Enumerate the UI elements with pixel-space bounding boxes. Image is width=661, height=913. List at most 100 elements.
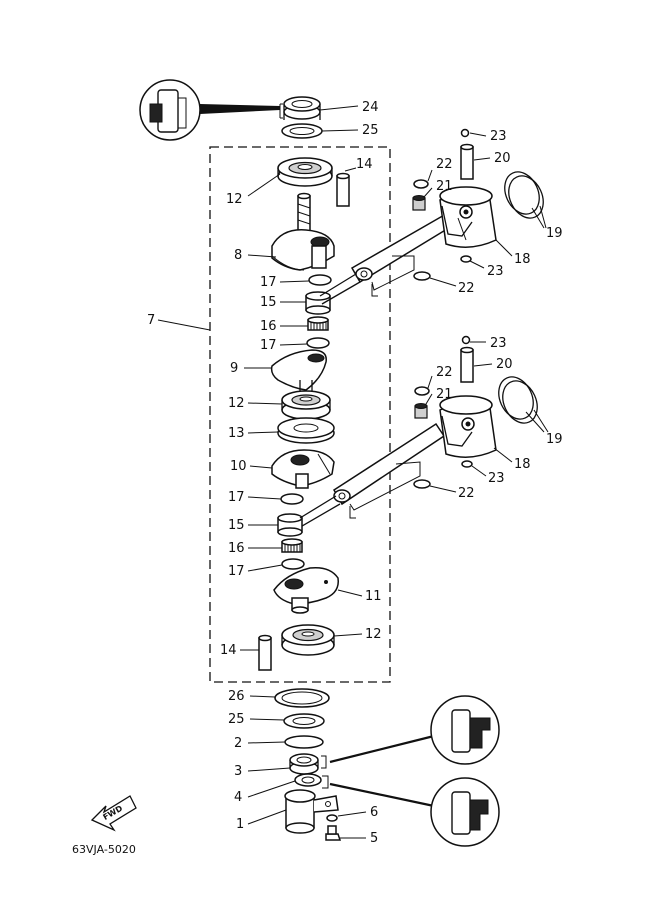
part-22-washer-c (414, 386, 430, 396)
label-22-d: 22 (458, 486, 475, 501)
part-16-needle-bearing-bottom (281, 538, 303, 553)
label-9: 9 (230, 361, 238, 376)
part-6-washer (326, 814, 338, 822)
label-14-top: 14 (356, 157, 373, 172)
label-10: 10 (230, 459, 247, 474)
label-18-top: 18 (514, 252, 531, 267)
label-13: 13 (228, 426, 245, 441)
label-2: 2 (234, 736, 242, 751)
label-26: 26 (228, 689, 245, 704)
part-25-o-ring-top (281, 123, 323, 139)
label-23-a: 23 (490, 129, 507, 144)
upper-piston (439, 186, 497, 248)
part-23-clip-b (460, 255, 472, 263)
diagram-code: 63VJA-5020 (72, 843, 136, 856)
label-22-b: 22 (458, 281, 475, 296)
part-15-crank-pin-bottom (277, 513, 303, 537)
label-17-b: 17 (260, 338, 277, 353)
part-19-piston-rings-bottom (498, 376, 538, 424)
part-13-seal-ring (277, 417, 335, 444)
part-23-clip-c (461, 335, 471, 345)
part-2-washer (284, 735, 324, 749)
label-25-bot: 25 (228, 712, 245, 727)
upper-connecting-rod (319, 212, 453, 305)
part-17-washer-b (306, 337, 330, 349)
seal-4-detail-callout (329, 777, 500, 847)
part-4-oil-seal (294, 773, 329, 789)
part-12-bearing-bottom (281, 624, 335, 656)
top-seal-detail-callout (139, 79, 280, 141)
label-21-top: 21 (436, 179, 453, 194)
part-8-upper-crank (271, 192, 335, 271)
part-3-oil-seal (289, 753, 327, 775)
label-14-bot: 14 (220, 643, 237, 658)
part-23-clip-d (461, 460, 473, 468)
part-17-washer-c (280, 493, 304, 505)
label-11: 11 (365, 589, 382, 604)
label-12-top: 12 (226, 192, 243, 207)
label-25-top: 25 (362, 123, 379, 138)
label-17-d: 17 (228, 564, 245, 579)
label-17-a: 17 (260, 275, 277, 290)
part-21-small-end-bearing-bottom (414, 403, 428, 419)
label-5: 5 (370, 831, 378, 846)
leader-lines (157, 105, 549, 839)
part-19-piston-rings-top (504, 171, 544, 219)
label-19-top: 19 (546, 226, 563, 241)
label-23-c: 23 (490, 336, 507, 351)
seal-3-detail-callout (329, 695, 500, 765)
label-20-bot: 20 (496, 357, 513, 372)
label-16-top: 16 (260, 319, 277, 334)
part-1-lower-bearing-housing (284, 789, 339, 834)
part-23-clip-a (460, 128, 470, 138)
part-22-washer-d (413, 479, 431, 489)
fwd-arrow-icon: FWD (90, 795, 137, 832)
part-9-middle-crank-web (270, 349, 327, 392)
label-23-b: 23 (487, 264, 504, 279)
label-23-d: 23 (488, 471, 505, 486)
crankshaft-assembly-dashed-box (209, 146, 391, 683)
label-17-c: 17 (228, 490, 245, 505)
part-12-bearing-mid (281, 390, 331, 420)
label-15-top: 15 (260, 295, 277, 310)
part-14-dowel-pin-bottom (258, 634, 272, 671)
label-6: 6 (370, 805, 378, 820)
label-24: 24 (362, 100, 379, 115)
part-16-needle-bearing-top (307, 316, 329, 331)
label-20-top: 20 (494, 151, 511, 166)
part-20-piston-pin-top (460, 143, 474, 180)
part-20-piston-pin-bottom (460, 346, 474, 383)
label-12-bot: 12 (365, 627, 382, 642)
label-8: 8 (234, 248, 242, 263)
label-22-a: 22 (436, 157, 453, 172)
label-18-bot: 18 (514, 457, 531, 472)
label-4: 4 (234, 790, 242, 805)
part-22-washer-a (413, 179, 429, 189)
part-22-washer-b (413, 271, 431, 281)
part-26-gasket (274, 688, 330, 708)
label-1: 1 (236, 817, 244, 832)
label-22-c: 22 (436, 365, 453, 380)
part-11-bottom-crank (273, 566, 339, 614)
part-14-dowel-pin-top (336, 172, 350, 207)
label-19-bot: 19 (546, 432, 563, 447)
part-21-small-end-bearing-top (412, 195, 426, 211)
lower-piston (439, 395, 497, 458)
label-12-mid: 12 (228, 396, 245, 411)
label-15-bot: 15 (228, 518, 245, 533)
label-21-bot: 21 (436, 387, 453, 402)
part-17-washer-d (281, 558, 305, 570)
part-15-crank-pin-top (305, 291, 331, 315)
label-3: 3 (234, 764, 242, 779)
part-5-bolt (325, 825, 342, 841)
part-10-lower-crank-web (271, 449, 335, 489)
label-7: 7 (147, 313, 155, 328)
label-16-bot: 16 (228, 541, 245, 556)
part-17-washer-a (308, 274, 332, 286)
lower-connecting-rod (299, 422, 446, 527)
part-24-oil-seal (279, 96, 321, 120)
part-12-bearing-top (277, 157, 333, 187)
part-number-labels: 24 25 14 12 8 17 15 16 17 7 9 12 13 10 1… (147, 100, 563, 846)
part-25-o-ring-bottom (283, 713, 325, 729)
